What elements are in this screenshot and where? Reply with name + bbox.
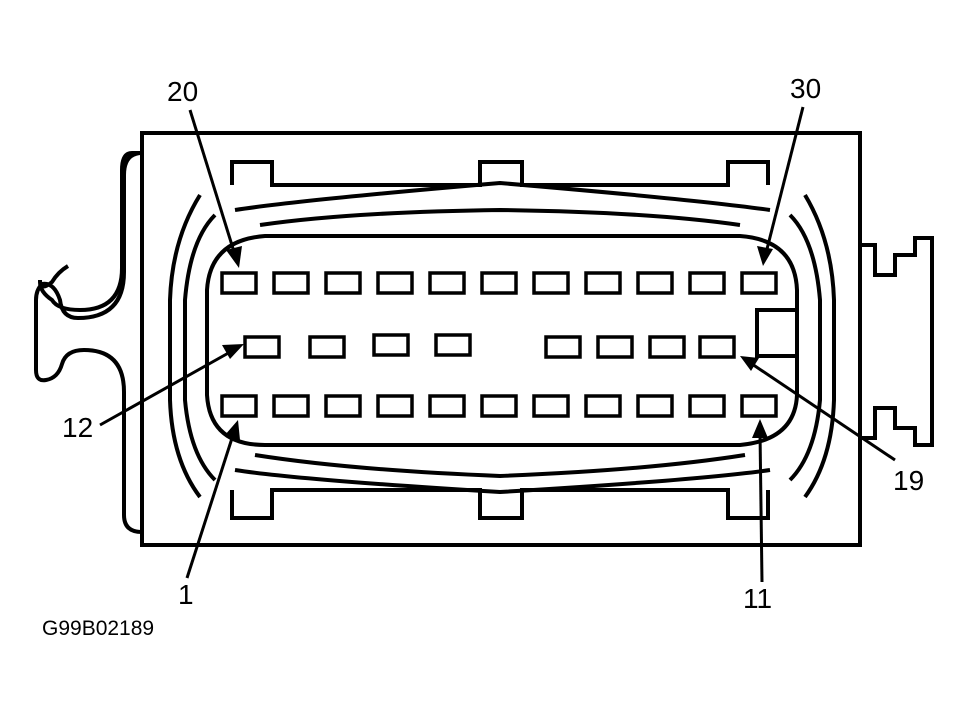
pin-16 [544,335,582,359]
pin-3 [324,394,362,418]
pin-24 [428,271,466,295]
pin-1 [220,394,258,418]
arrow-12 [99,344,244,427]
arrow-19 [740,356,896,462]
pin-row-top [220,271,778,295]
pin-30 [740,271,778,295]
callout-pin-12: 12 [62,412,94,443]
left-latch-outline [34,151,143,534]
inner-cavity [205,234,799,447]
pin-17 [596,335,634,359]
pin-25 [480,271,518,295]
bottom-guide-outer [234,468,771,495]
left-wall-outer [168,193,202,499]
bottom-guide-inner [254,453,746,479]
middle-cavity-outline-right [788,213,822,482]
arrow-20 [188,109,242,268]
pin-4 [376,394,414,418]
pin-20 [220,271,258,295]
callout-pin-19: 19 [893,465,925,496]
pin-row-bottom [220,394,778,418]
top-guide-outer [234,180,771,212]
pin-6 [480,394,518,418]
pin-27 [584,271,622,295]
callout-pin-1: 1 [178,579,194,610]
top-notch-rail [230,160,770,187]
pin-10 [688,394,726,418]
pin-8 [584,394,622,418]
left-latch [38,151,142,313]
pin-9 [636,394,674,418]
callout-pin-11: 11 [743,583,773,614]
pin-19 [698,335,736,359]
arrow-11 [752,419,768,583]
pin-21 [272,271,310,295]
pin-15 [434,333,472,357]
callout-pin-20: 20 [167,76,199,107]
pin-26 [532,271,570,295]
pin-row-middle [243,333,736,359]
right-tab [860,236,934,447]
middle-cavity-outline [183,213,217,482]
pin-2 [272,394,310,418]
pin-13 [308,335,346,359]
pin-22 [324,271,362,295]
arrow-1 [185,420,240,579]
pin-18 [648,335,686,359]
pin-23 [376,271,414,295]
right-wall-outer [803,193,836,499]
connector-housing [140,131,862,547]
callout-pin-30: 30 [790,73,822,104]
figure-code: G99B02189 [42,617,155,640]
pin-5 [428,394,466,418]
bottom-notch-rail [230,488,770,520]
key-slot [755,308,799,358]
pin-29 [688,271,726,295]
pin-11 [740,394,778,418]
pin-7 [532,394,570,418]
pin-14 [372,333,410,357]
pin-28 [636,271,674,295]
arrow-30 [757,106,805,266]
top-guide-inner [259,207,741,227]
pin-12 [243,335,281,359]
